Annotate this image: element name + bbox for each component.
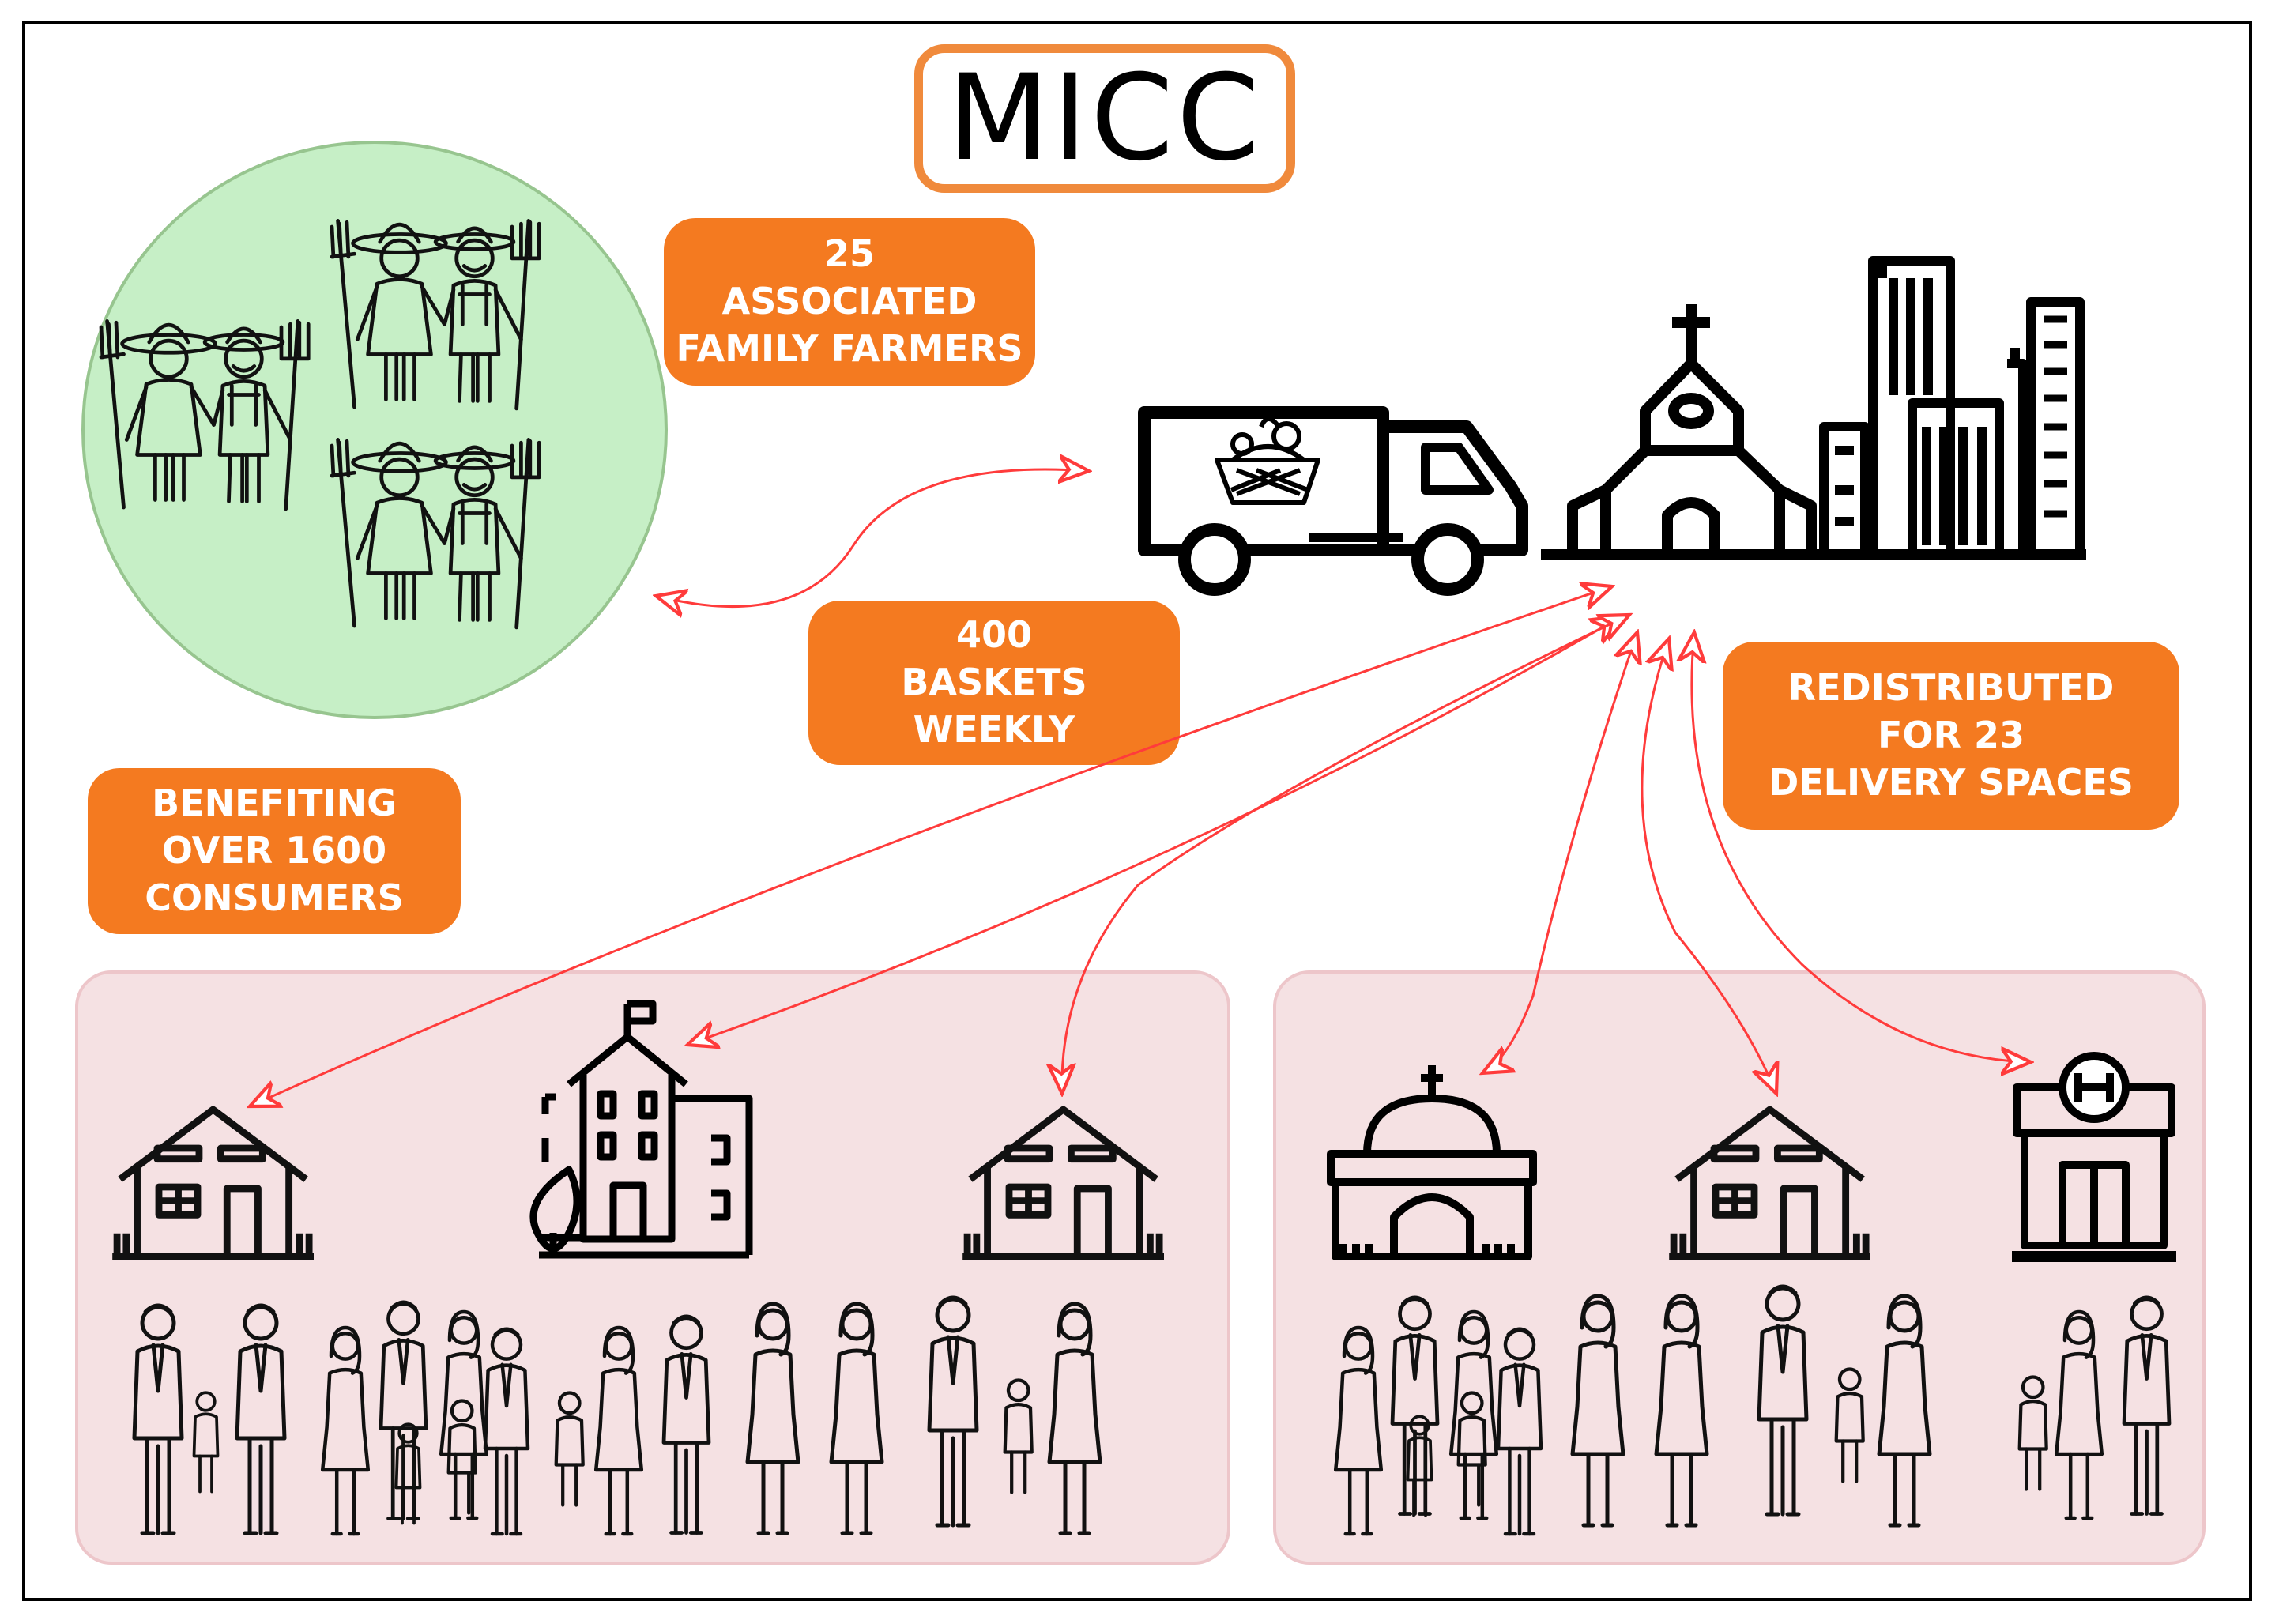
page-title: MICC [947,50,1263,187]
family-icon [134,1306,284,1533]
farmers-count-badge: 25 ASSOCIATED FAMILY FARMERS [664,218,1035,386]
badge-line: FAMILY FARMERS [676,326,1023,370]
badge-line: 25 [823,232,875,276]
farmer-couple-icon [332,220,539,409]
delivery-truck-icon [1138,406,1528,596]
house-icon [1669,1110,1870,1257]
house-icon [112,1110,314,1257]
badge-line: ASSOCIATED [721,280,978,323]
family-icon [929,1298,1100,1533]
city-buildings-icon [1819,256,2085,560]
family-icon [748,1304,882,1533]
arrow-house-2 [1062,615,1629,1094]
arrow-house-3 [1641,639,1776,1094]
family-icon [1759,1287,1930,1525]
school-building-icon [529,1000,753,1259]
family-icon [1335,1298,1541,1534]
church-icon [1541,304,2086,560]
family-icon [556,1317,709,1534]
diagram-frame [22,21,2252,1601]
family-icon [1573,1296,1707,1525]
arrow-chapel [1482,632,1637,1073]
family-icon [2020,1298,2169,1518]
chapel-icon [1327,1065,1537,1260]
house-icon [962,1110,1164,1257]
flow-arrows [250,469,2031,1106]
family-icon [322,1302,528,1534]
arrow-hospital [1692,632,2031,1062]
arrow-house-1 [250,586,1612,1106]
farmer-couple-icon [101,321,308,509]
hospital-icon [2012,1052,2176,1262]
arrow-school [687,616,1622,1045]
micc-title-box: MICC [914,44,1295,193]
farmer-couple-icon [332,439,539,627]
arrow-farmers-truck [656,469,1089,607]
